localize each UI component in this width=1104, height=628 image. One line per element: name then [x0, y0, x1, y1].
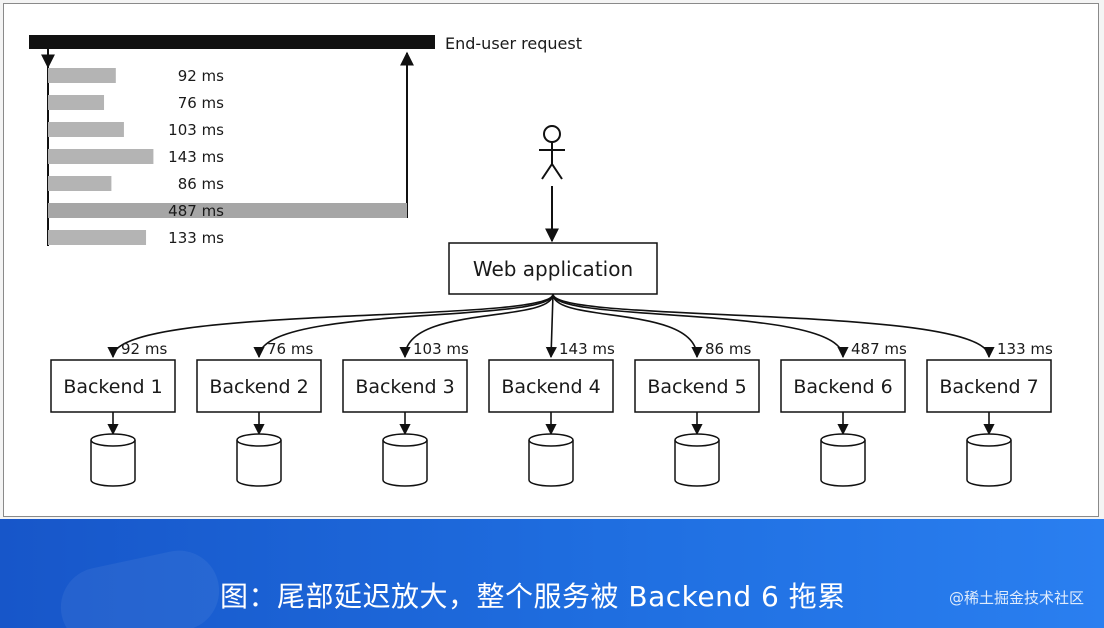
- database-icon: [820, 433, 866, 487]
- latency-bar-label: 92 ms: [178, 67, 224, 85]
- database-icon: [674, 433, 720, 487]
- tail-latency-diagram: End-user request 92 ms 76 ms 103 ms 143 ms 8…: [29, 34, 1053, 487]
- backend-box: [50, 359, 176, 413]
- fanout-arrows: 92 ms 76 ms 103 ms 143 ms 86 ms 487 ms 133 ms: [107, 293, 1053, 359]
- user-figure-icon: [539, 125, 565, 180]
- latency-bar-label: 103 ms: [168, 121, 224, 139]
- backend-label: Backend 2: [209, 376, 308, 398]
- backend-label: Backend 4: [501, 376, 600, 398]
- backend-label: Backend 3: [355, 376, 454, 398]
- fanout-arrow: [545, 293, 557, 359]
- database-icon: [382, 433, 428, 487]
- backend-row: Backend 1 Backend 2 Backend 3 Backend 4 Back…: [50, 359, 1052, 487]
- backend-box: [196, 359, 322, 413]
- end-user-request-bar: [29, 35, 435, 49]
- backend-latency-label: 133 ms: [997, 340, 1053, 358]
- latency-bar: [48, 176, 112, 191]
- fanout-arrow: [399, 293, 554, 359]
- watermark-text: @稀土掘金技术社区: [948, 589, 1084, 607]
- fanout-arrow: [253, 293, 554, 359]
- fanout-arrow: [552, 293, 703, 359]
- backend-latency-label: 143 ms: [559, 340, 615, 358]
- latency-bar: [48, 68, 116, 83]
- banner-decoration: [53, 543, 227, 628]
- web-application-label: Web application: [473, 257, 633, 281]
- backend-label: Backend 7: [939, 376, 1038, 398]
- backend-label: Backend 6: [793, 376, 892, 398]
- fanout-arrow: [107, 293, 554, 359]
- diagram-frame: End-user request 92 ms 76 ms 103 ms 143 ms 8…: [3, 3, 1099, 517]
- database-icon: [528, 433, 574, 487]
- backend-box: [488, 359, 614, 413]
- fanout-arrow: [552, 293, 849, 359]
- backend-latency-label: 76 ms: [267, 340, 313, 358]
- database-icon: [966, 433, 1012, 487]
- latency-bar-label: 86 ms: [178, 175, 224, 193]
- backend-latency-label: 487 ms: [851, 340, 907, 358]
- backend-latency-label: 92 ms: [121, 340, 167, 358]
- latency-bars: 92 ms 76 ms 103 ms 143 ms 86 ms 487 ms 133 ms: [48, 67, 407, 247]
- latency-bar: [48, 230, 147, 245]
- backend-latency-label: 103 ms: [413, 340, 469, 358]
- backend-box: [342, 359, 468, 413]
- latency-bar: [48, 95, 105, 110]
- latency-bar: [48, 203, 407, 218]
- end-user-request-label: End-user request: [445, 34, 582, 53]
- latency-bar-label: 76 ms: [178, 94, 224, 112]
- caption-banner: 图：尾部延迟放大，整个服务被 Backend 6 拖累 @稀土掘金技术社区: [0, 519, 1104, 628]
- latency-bar: [48, 122, 124, 137]
- backend-box: [634, 359, 760, 413]
- latency-bar-label: 133 ms: [168, 229, 224, 247]
- database-icon: [90, 433, 136, 487]
- latency-bar-label: 143 ms: [168, 148, 224, 166]
- backend-label: Backend 5: [647, 376, 746, 398]
- backend-label: Backend 1: [63, 376, 162, 398]
- latency-bar: [48, 149, 154, 164]
- fanout-arrow: [552, 293, 995, 359]
- backend-latency-label: 86 ms: [705, 340, 751, 358]
- caption-text: 图：尾部延迟放大，整个服务被 Backend 6 拖累: [220, 580, 846, 613]
- database-icon: [236, 433, 282, 487]
- latency-bar-label: 487 ms: [168, 202, 224, 220]
